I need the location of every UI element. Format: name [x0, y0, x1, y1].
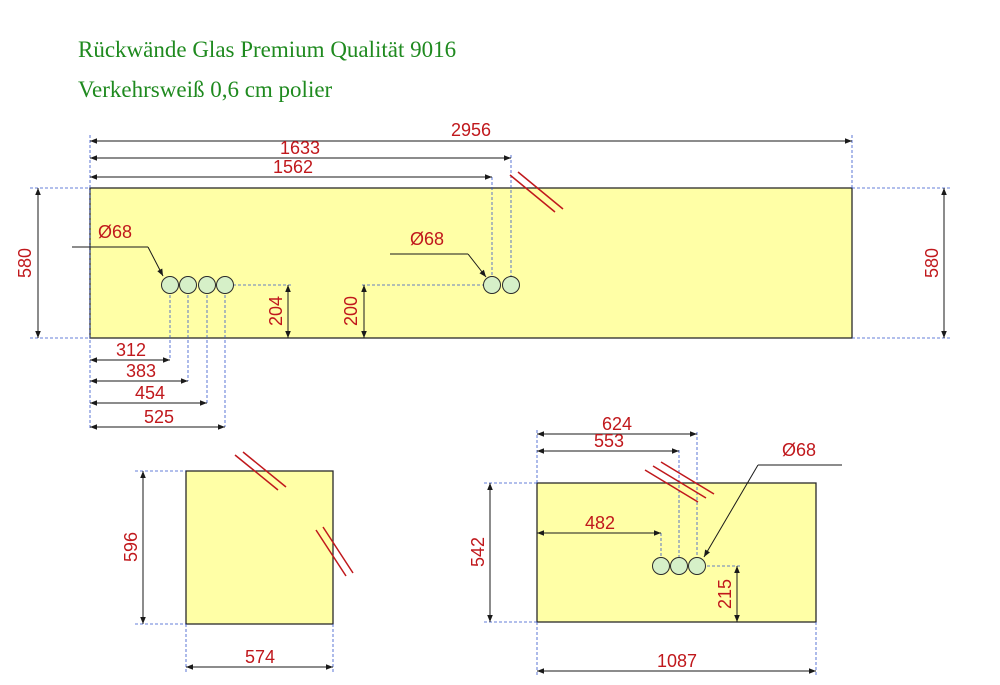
label-diameter-right-panel: Ø68: [782, 440, 816, 460]
label-diameter-right: Ø68: [410, 229, 444, 249]
leader-right-arrow: [467, 253, 487, 278]
dim-label-482: 482: [585, 513, 615, 533]
hole-group-right: [483, 276, 520, 294]
break-mark-small-side: [315, 526, 354, 577]
dim-label-215: 215: [715, 579, 735, 609]
dim-label-596: 596: [121, 532, 141, 562]
dim-label-312: 312: [116, 340, 146, 360]
break-mark-right-panel: [644, 461, 715, 503]
dim-label-553: 553: [594, 431, 624, 451]
dim-label-542: 542: [468, 537, 488, 567]
dim-label-1633: 1633: [280, 138, 320, 158]
dim-label-204: 204: [266, 296, 286, 326]
hole-group-right-panel: [652, 557, 706, 575]
dim-label-580-left: 580: [15, 248, 35, 278]
dim-label-383: 383: [126, 361, 156, 381]
hole: [688, 557, 706, 575]
label-diameter-left: Ø68: [98, 222, 132, 242]
dim-label-200: 200: [341, 296, 361, 326]
main-panel: [89, 187, 853, 339]
hole: [179, 276, 197, 294]
hole: [670, 557, 688, 575]
right-panel: [536, 482, 817, 623]
title-line-2: Verkehrsweiß 0,6 cm polier: [78, 77, 333, 102]
hole: [216, 276, 234, 294]
title-line-1: Rückwände Glas Premium Qualität 9016: [78, 37, 457, 62]
small-panel: [185, 470, 334, 625]
dim-label-580-right: 580: [922, 248, 942, 278]
hole: [161, 276, 179, 294]
small-extension-lines: [135, 470, 334, 672]
dim-label-2956: 2956: [451, 120, 491, 140]
hole-group-left: [161, 276, 234, 294]
leader-left-arrow: [147, 246, 164, 277]
dim-label-624: 624: [602, 414, 632, 434]
break-mark-small-top: [234, 451, 287, 491]
hole: [483, 276, 501, 294]
hole: [652, 557, 670, 575]
hole: [198, 276, 216, 294]
dim-label-454: 454: [135, 383, 165, 403]
dim-label-525: 525: [144, 407, 174, 427]
dim-label-574: 574: [245, 647, 275, 667]
break-mark-main: [509, 171, 564, 213]
dim-label-1087: 1087: [657, 651, 697, 671]
dim-label-1562: 1562: [273, 157, 313, 177]
leader-right-panel-arrow: [703, 464, 759, 558]
hole: [502, 276, 520, 294]
